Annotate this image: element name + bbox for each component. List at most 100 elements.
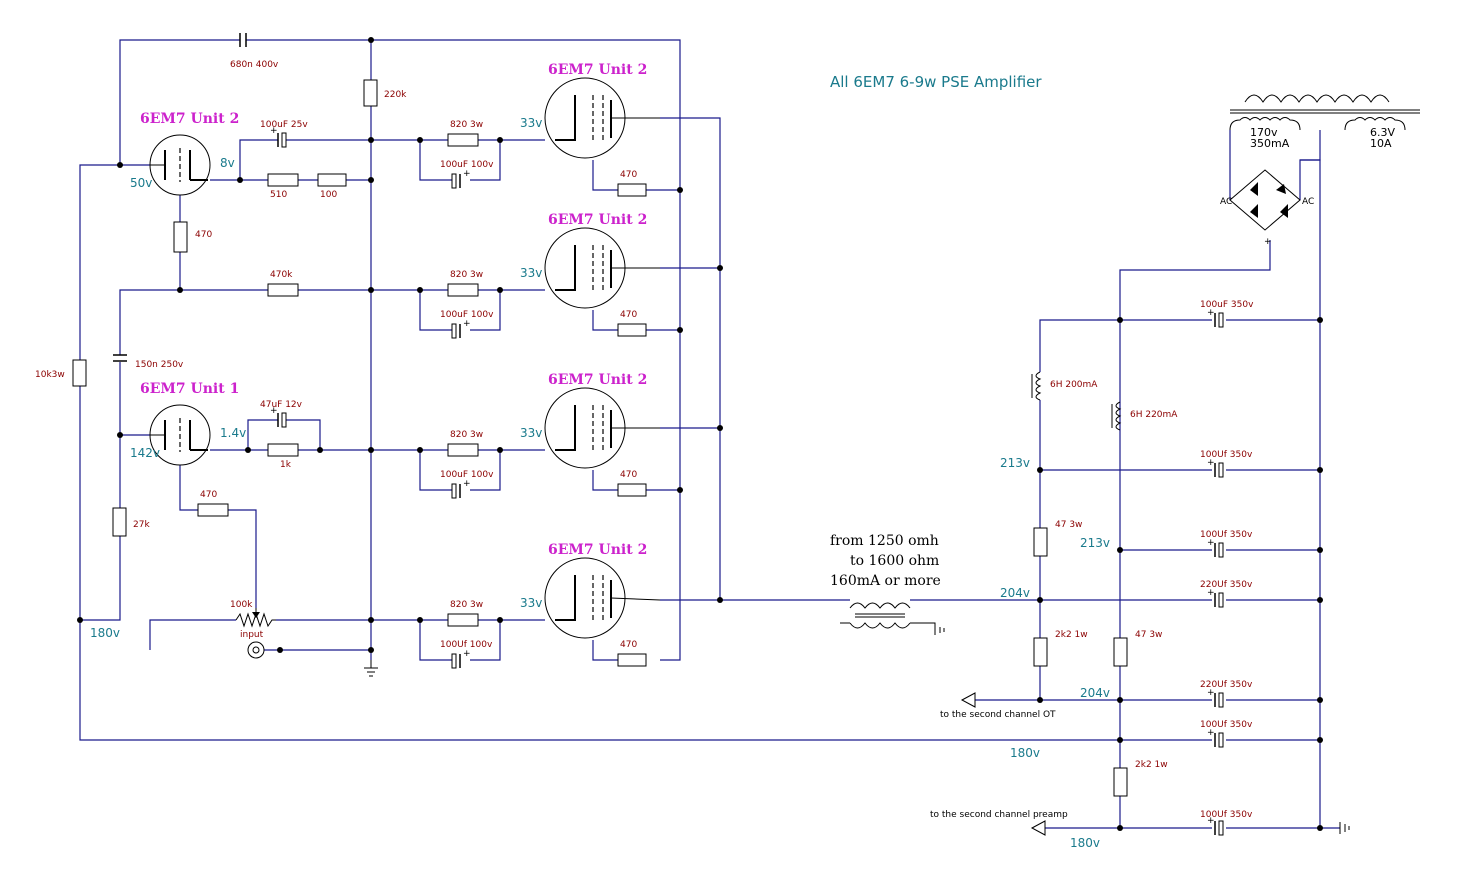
tube-driver-bottom-label: 6EM7 Unit 1 — [140, 381, 239, 397]
svg-text:+: + — [1207, 688, 1215, 698]
power-supply-wiring — [975, 130, 1340, 829]
resistor-470k: 470k — [267, 270, 299, 297]
r-470-o4-label: 470 — [620, 640, 637, 650]
c-out4-label: 100Uf 100v — [440, 640, 493, 650]
tube-output-1: 6EM7 Unit 2 — [544, 62, 660, 159]
ps-cap-2: + 100Uf 350v — [1200, 450, 1253, 478]
svg-text:+: + — [1207, 728, 1215, 738]
output-transformer: from 1250 omh to 1600 ohm 160mA or more — [830, 533, 945, 635]
ps-cap-5: + 220Uf 350v — [1200, 680, 1253, 708]
resistor-820-3: 820 3w — [447, 430, 483, 457]
potentiometer-100k: 100k — [230, 600, 276, 628]
r-100-label: 100 — [320, 190, 337, 200]
arrow-to-second-channel-preamp: to the second channel preamp — [930, 810, 1068, 836]
svg-text:+: + — [463, 319, 471, 329]
choke-l1-label: 6H 200mA — [1050, 380, 1098, 390]
input-jack: input — [240, 630, 265, 659]
choke-l2-label: 6H 220mA — [1130, 410, 1178, 420]
voltage-8v: 8v — [220, 156, 235, 170]
r-470-o2-label: 470 — [620, 310, 637, 320]
r-820-3-label: 820 3w — [450, 430, 483, 440]
voltage-ps-180a: 180v — [1010, 746, 1040, 760]
resistor-470-top: 470 — [173, 221, 212, 253]
resistor-27k: 27k — [112, 507, 150, 537]
ps-resistor-2k2-2: 2k2 1w — [1113, 760, 1168, 797]
ps-r47-1-label: 47 3w — [1055, 520, 1082, 530]
label-to-ch2-preamp: to the second channel preamp — [930, 810, 1068, 820]
svg-text:+: + — [270, 406, 278, 416]
tube-output-3-label: 6EM7 Unit 2 — [548, 372, 647, 388]
capacitor-out1: + 100uF 100v — [440, 160, 494, 189]
resistor-820-2: 820 3w — [447, 270, 483, 297]
resistor-820-4: 820 3w — [447, 600, 483, 627]
tube-output-1-label: 6EM7 Unit 2 — [548, 62, 647, 78]
bridge-rectifier: AC AC + — [1220, 169, 1314, 247]
ps-resistor-47-1: 47 3w — [1033, 520, 1082, 557]
svg-text:+: + — [1207, 458, 1215, 468]
tube-driver-top-label: 6EM7 Unit 2 — [140, 111, 239, 127]
resistor-100: 100 — [317, 173, 347, 200]
svg-text:+: + — [1207, 816, 1215, 826]
voltage-50v: 50v — [130, 176, 152, 190]
voltage-out1: 33v — [520, 116, 542, 130]
bridge-plus-label: + — [1264, 237, 1272, 247]
ground-symbol-right — [1339, 822, 1350, 834]
ps-r47-2-label: 47 3w — [1135, 630, 1162, 640]
resistor-220k: 220k — [363, 79, 407, 107]
resistor-510: 510 — [267, 173, 299, 200]
ps-cap-6: + 100Uf 350v — [1200, 720, 1253, 748]
ps-cap-6-label: 100Uf 350v — [1200, 720, 1253, 730]
pot-label: 100k — [230, 600, 253, 610]
ac-left-label: AC — [1220, 197, 1232, 207]
ps-r2k2-1-label: 2k2 1w — [1055, 630, 1088, 640]
voltage-out2: 33v — [520, 266, 542, 280]
capacitor-680n: 680n 400v — [230, 33, 279, 70]
trans-lv-current-label: 10A — [1370, 137, 1392, 150]
r-510-label: 510 — [270, 190, 287, 200]
junction-dots — [77, 37, 1323, 831]
r-470-top-label: 470 — [195, 230, 212, 240]
capacitor-out3: + 100uF 100v — [440, 470, 494, 499]
c-680n-label: 680n 400v — [230, 60, 279, 70]
c-out1-label: 100uF 100v — [440, 160, 494, 170]
ps-r2k2-2-label: 2k2 1w — [1135, 760, 1168, 770]
ps-cap-4: + 220Uf 350v — [1200, 580, 1253, 608]
tube-output-2: 6EM7 Unit 2 — [544, 212, 660, 309]
resistor-470-out4: 470 — [617, 640, 647, 667]
c-out3-label: 100uF 100v — [440, 470, 494, 480]
input-label: input — [240, 630, 264, 640]
ps-cap-1-label: 100uF 350v — [1200, 300, 1254, 310]
tube-driver-top: 6EM7 Unit 2 — [140, 111, 239, 196]
ps-cap-4-label: 220Uf 350v — [1200, 580, 1253, 590]
ps-cap-3-label: 100Uf 350v — [1200, 530, 1253, 540]
ps-cap-7-label: 100Uf 350v — [1200, 810, 1253, 820]
c-150n-label: 150n 250v — [135, 360, 184, 370]
voltage-ps-213a: 213v — [1000, 456, 1030, 470]
voltage-ps-213b: 213v — [1080, 536, 1110, 550]
voltage-180v-left: 180v — [90, 626, 120, 640]
voltage-out3: 33v — [520, 426, 542, 440]
tube-output-4: 6EM7 Unit 2 — [544, 542, 661, 639]
svg-text:+: + — [1207, 588, 1215, 598]
diagram-title: All 6EM7 6-9w PSE Amplifier — [830, 73, 1042, 91]
ps-cap-5-label: 220Uf 350v — [1200, 680, 1253, 690]
c-100uf25-label: 100uF 25v — [260, 120, 308, 130]
c-47uf-label: 47uF 12v — [260, 400, 303, 410]
voltage-ps-204b: 204v — [1080, 686, 1110, 700]
r-470-o3-label: 470 — [620, 470, 637, 480]
capacitor-out4: + 100Uf 100v — [440, 640, 493, 669]
choke-l1: 6H 200mA — [1031, 371, 1098, 401]
c-out2-label: 100uF 100v — [440, 310, 494, 320]
capacitor-out2: + 100uF 100v — [440, 310, 494, 339]
ps-cap-2-label: 100Uf 350v — [1200, 450, 1253, 460]
capacitor-150n: 150n 250v — [113, 354, 184, 370]
driver-wiring — [79, 39, 1212, 741]
svg-text:+: + — [463, 169, 471, 179]
label-to-ch2-ot: to the second channel OT — [940, 710, 1056, 720]
trans-hv-label: 170v — [1250, 126, 1278, 139]
voltage-ps-180b: 180v — [1070, 836, 1100, 850]
r-470-mid-label: 470 — [200, 490, 217, 500]
r-27k-label: 27k — [133, 520, 150, 530]
resistor-470-out3: 470 — [617, 470, 647, 497]
